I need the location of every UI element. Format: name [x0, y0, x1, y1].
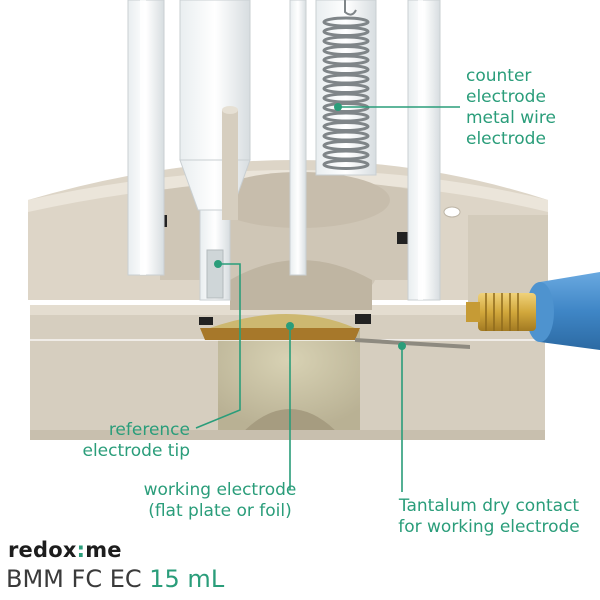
coil-loop: [322, 159, 370, 170]
upper-block: [28, 160, 548, 325]
lower-well: [218, 330, 360, 430]
leader-dots: [214, 103, 406, 350]
counter-electrode-label: counter electrode metal wire electrode: [466, 66, 556, 149]
tantalum-strip: [355, 338, 470, 349]
tantalum-contact-label: Tantalum dry contact for working electro…: [398, 496, 580, 537]
brand-logo: redox:me: [8, 538, 122, 562]
counter-electrode-coil: [315, 0, 377, 176]
right-glass-tube: [407, 0, 441, 301]
cable-connector: [466, 272, 600, 350]
left-glass-tube: [127, 0, 165, 276]
product-title: BMM FC EC 15 mL: [6, 565, 225, 593]
reference-electrode-label: reference electrode tip: [82, 420, 190, 461]
leader-lines: [195, 106, 460, 492]
center-rod: [289, 0, 307, 276]
working-electrode-label: working electrode (flat plate or foil): [143, 480, 297, 521]
leader-reference: [195, 263, 241, 429]
